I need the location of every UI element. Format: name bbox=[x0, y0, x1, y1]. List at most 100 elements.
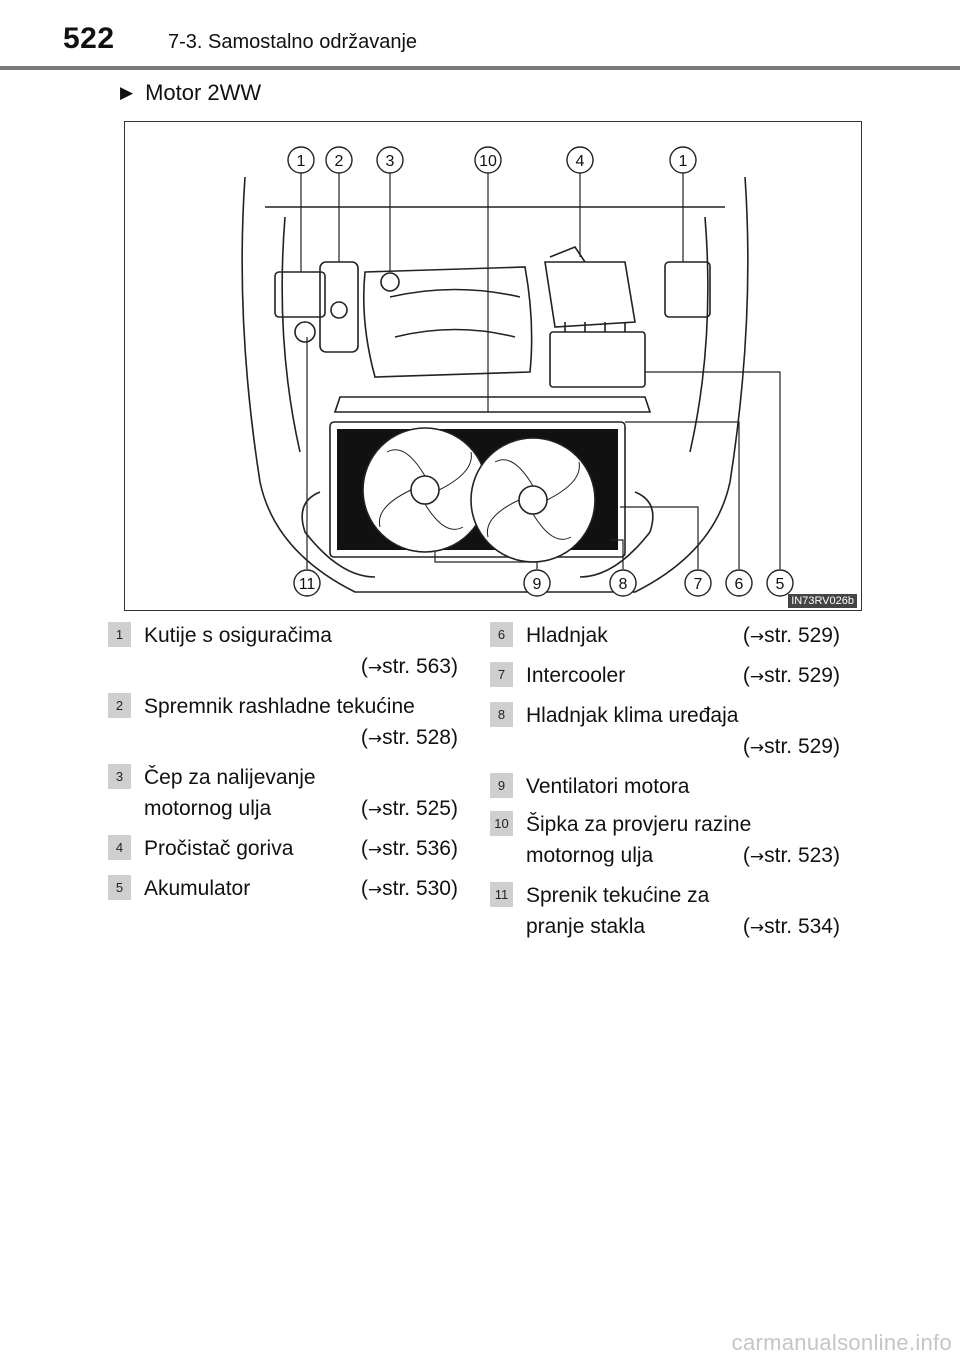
page-reference-text: str. 536 bbox=[382, 837, 451, 860]
arrow-right-icon: → bbox=[367, 729, 383, 749]
callout-bottom-7: 7 bbox=[694, 576, 703, 593]
page-reference: (→str. 525) bbox=[360, 797, 458, 820]
page-reference-text: str. 523 bbox=[764, 844, 833, 867]
legend-item: 9 Ventilatori motora bbox=[490, 771, 840, 802]
page-reference-text: str. 528 bbox=[382, 726, 451, 749]
callout-top-1: 1 bbox=[297, 153, 306, 170]
item-number-badge: 4 bbox=[108, 835, 131, 860]
item-label: Spremnik rashladne tekućine bbox=[144, 695, 415, 718]
page-reference: (→str. 530) bbox=[360, 877, 458, 900]
arrow-right-icon: → bbox=[367, 840, 383, 860]
arrow-right-icon: → bbox=[367, 800, 383, 820]
item-text: Pročistač goriva (→str. 536) bbox=[144, 833, 458, 866]
triangle-right-icon: ▶ bbox=[120, 83, 134, 102]
item-label: Šipka za provjeru razine bbox=[526, 813, 752, 836]
page-reference: (→str. 563) bbox=[360, 655, 458, 678]
callout-top-3: 3 bbox=[386, 153, 395, 170]
callout-bottom-9: 9 bbox=[533, 576, 542, 593]
item-text: Sprenik tekućine za pranje stakla (→str. 5… bbox=[526, 880, 840, 944]
engine-bay-illustration: 1 2 3 10 4 1 11 9 8 7 6 5 bbox=[241, 146, 794, 597]
callout-top-2: 2 bbox=[335, 153, 344, 170]
header-rule bbox=[0, 66, 960, 70]
page-reference-text: str. 529 bbox=[764, 624, 833, 647]
legend-item: 5 Akumulator (→str. 530) bbox=[108, 873, 458, 906]
item-text: Hladnjak klima uređaja(→str. 529) bbox=[526, 700, 840, 764]
page-reference: (→str. 536) bbox=[360, 837, 458, 860]
legend-item: 10 Šipka za provjeru razine motornog ulja (… bbox=[490, 809, 840, 873]
item-number-badge: 3 bbox=[108, 764, 131, 789]
item-label: Akumulator bbox=[144, 877, 251, 900]
item-number-badge: 9 bbox=[490, 773, 513, 798]
item-label: Hladnjak bbox=[526, 624, 608, 647]
legend-item: 2 Spremnik rashladne tekućine (→str. 528) bbox=[108, 691, 458, 755]
item-text: Hladnjak (→str. 529) bbox=[526, 620, 840, 653]
page-reference-text: str. 529 bbox=[764, 664, 833, 687]
item-label: Sprenik tekućine za bbox=[526, 884, 710, 907]
legend-list-left: 1 Kutije s osiguračima (→str. 563) 2 Spremni… bbox=[108, 620, 458, 913]
item-text: Akumulator (→str. 530) bbox=[144, 873, 458, 906]
item-label: Hladnjak klima uređaja bbox=[526, 704, 739, 727]
legend-list-right: 6 Hladnjak (→str. 529) 7 Intercooler (→str. 5… bbox=[490, 620, 840, 951]
item-number-badge: 1 bbox=[108, 622, 131, 647]
legend-item: 1 Kutije s osiguračima (→str. 563) bbox=[108, 620, 458, 684]
item-label-continued: pranje stakla bbox=[526, 915, 646, 938]
arrow-right-icon: → bbox=[367, 880, 383, 900]
item-label: Kutije s osiguračima bbox=[144, 624, 332, 647]
item-number-badge: 8 bbox=[490, 702, 513, 727]
page-reference: (→str. 529) bbox=[742, 664, 840, 687]
subheading-label: Motor 2WW bbox=[145, 80, 262, 105]
legend-item: 7 Intercooler (→str. 529) bbox=[490, 660, 840, 693]
page-reference-text: str. 534 bbox=[764, 915, 833, 938]
page-reference-text: str. 563 bbox=[382, 655, 451, 678]
callout-top-4: 4 bbox=[576, 153, 585, 170]
page-reference-text: str. 529 bbox=[764, 735, 833, 758]
item-label-continued: motornog ulja bbox=[526, 844, 654, 867]
page-reference: (→str. 523) bbox=[742, 844, 840, 867]
section-title: 7-3. Samostalno održavanje bbox=[168, 31, 418, 53]
callout-bottom-6: 6 bbox=[735, 576, 744, 593]
page-reference: (→str. 529) bbox=[742, 624, 840, 647]
item-label: Čep za nalijevanje bbox=[144, 766, 316, 789]
item-number-badge: 10 bbox=[490, 811, 513, 836]
item-number-badge: 7 bbox=[490, 662, 513, 687]
item-number-badge: 5 bbox=[108, 875, 131, 900]
item-number-badge: 11 bbox=[490, 882, 513, 907]
arrow-right-icon: → bbox=[749, 847, 765, 867]
legend-item: 8 Hladnjak klima uređaja(→str. 529) bbox=[490, 700, 840, 764]
callout-top-1b: 1 bbox=[679, 153, 688, 170]
item-text: Spremnik rashladne tekućine (→str. 528) bbox=[144, 691, 458, 755]
page-number: 522 bbox=[63, 22, 115, 55]
legend-item: 4 Pročistač goriva (→str. 536) bbox=[108, 833, 458, 866]
item-text: Ventilatori motora bbox=[526, 771, 840, 802]
item-number-badge: 2 bbox=[108, 693, 131, 718]
item-label-continued: motornog ulja bbox=[144, 797, 272, 820]
item-text: Šipka za provjeru razine motornog ulja (→s… bbox=[526, 809, 840, 873]
page-reference: (→str. 529) bbox=[742, 735, 840, 758]
arrow-right-icon: → bbox=[749, 667, 765, 687]
legend-item: 3 Čep za nalijevanje motornog ulja (→str. 5… bbox=[108, 762, 458, 826]
item-text: Kutije s osiguračima (→str. 563) bbox=[144, 620, 458, 684]
page-reference: (→str. 534) bbox=[742, 915, 840, 938]
callout-bottom-5: 5 bbox=[776, 576, 785, 593]
arrow-right-icon: → bbox=[367, 658, 383, 678]
item-text: Čep za nalijevanje motornog ulja (→str. 52… bbox=[144, 762, 458, 826]
subheading: ▶ Motor 2WW bbox=[120, 80, 261, 106]
page-reference: (→str. 528) bbox=[360, 726, 458, 749]
page-reference-text: str. 525 bbox=[382, 797, 451, 820]
callout-bottom-11: 11 bbox=[299, 576, 316, 593]
item-label: Intercooler bbox=[526, 664, 626, 687]
arrow-right-icon: → bbox=[749, 918, 765, 938]
item-number-badge: 6 bbox=[490, 622, 513, 647]
item-label: Ventilatori motora bbox=[526, 775, 690, 798]
figure-code: IN73RV026b bbox=[788, 594, 857, 608]
arrow-right-icon: → bbox=[749, 738, 765, 758]
item-text: Intercooler (→str. 529) bbox=[526, 660, 840, 693]
callout-top-10: 10 bbox=[479, 153, 497, 170]
watermark: carmanualsonline.info bbox=[731, 1330, 952, 1355]
legend-item: 11 Sprenik tekućine za pranje stakla (→str.… bbox=[490, 880, 840, 944]
item-label: Pročistač goriva bbox=[144, 837, 294, 860]
engine-figure: 1 2 3 10 4 1 11 9 8 7 6 5 IN73R bbox=[124, 121, 862, 611]
arrow-right-icon: → bbox=[749, 627, 765, 647]
page-reference-text: str. 530 bbox=[382, 877, 451, 900]
callout-bottom-8: 8 bbox=[619, 576, 628, 593]
